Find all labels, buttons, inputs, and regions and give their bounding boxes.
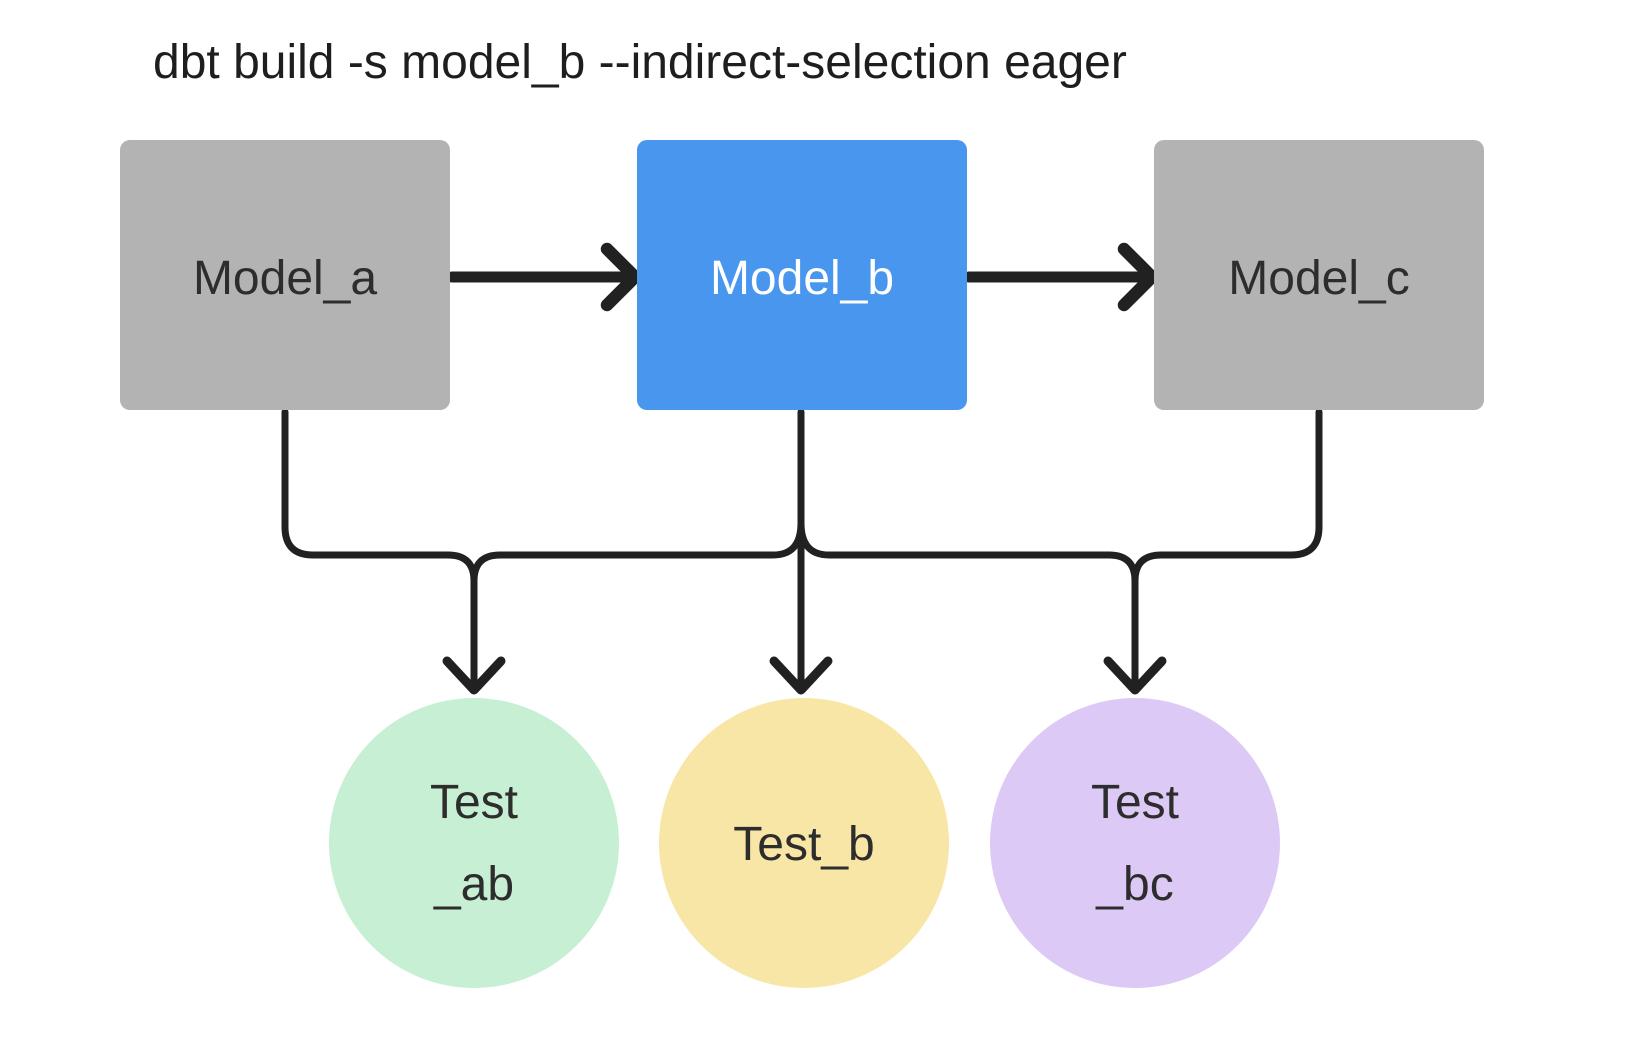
test-ab-circle [329,698,619,988]
test-b-circle [659,698,949,988]
arrowhead-test-bc [1103,656,1167,695]
test-ab-node: Test _ab [329,698,619,988]
test-b-label: Test_b [733,818,874,871]
test-bc-circle [990,698,1280,988]
arrowhead-test-b [769,656,833,695]
test-bc-label-line1: Test [1091,776,1179,829]
edges [281,242,1323,695]
test-ab-label-line2: _ab [433,858,514,911]
command-title: dbt build -s model_b --indirect-selectio… [153,36,1127,89]
model-c-box [1154,140,1484,410]
arrowhead-test-ab [442,656,506,695]
test-ab-label-line1: Test [430,776,518,829]
edge-model-a-to-test-ab [281,408,478,692]
test-bc-node: Test _bc [990,698,1280,988]
model-c-label: Model_c [1228,252,1409,305]
model-b-box [637,140,967,410]
test-bc-label-line2: _bc [1095,858,1173,911]
test-b-node: Test_b [659,698,949,988]
edge-model-b-to-test-ab [470,519,805,624]
model-c-node: Model_c [1154,140,1484,410]
model-b-node: Model_b [637,140,967,410]
arrowhead-model-b-to-model-c [1117,242,1159,312]
model-a-label: Model_a [193,252,377,305]
model-a-box [120,140,450,410]
arrowhead-model-a-to-model-b [600,242,642,312]
model-b-label: Model_b [710,252,894,305]
edge-model-b-to-test-bc [797,519,1139,624]
model-a-node: Model_a [120,140,450,410]
edge-model-c-to-test-bc [1131,408,1323,692]
